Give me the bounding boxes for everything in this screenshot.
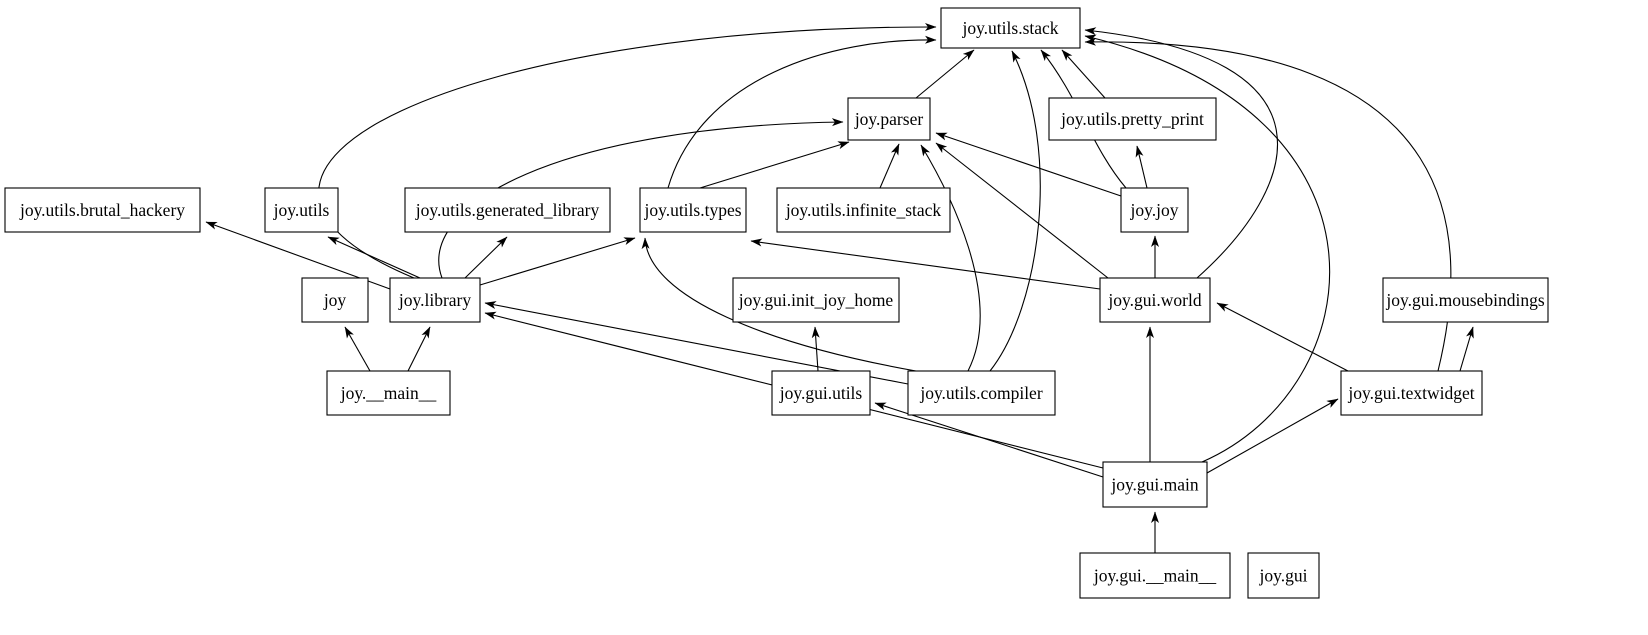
graph-node-compiler: joy.utils.compiler xyxy=(907,370,1056,416)
graph-node-gui: joy.gui xyxy=(1247,552,1320,599)
graph-edge-infstack-to-parser xyxy=(879,143,900,189)
graph-node-brutal: joy.utils.brutal_hackery xyxy=(4,187,201,233)
node-label: joy.joy xyxy=(1130,200,1179,220)
node-label: joy.gui.main xyxy=(1110,475,1199,495)
node-box xyxy=(264,187,339,233)
graph-edge-library-to-parser xyxy=(438,118,844,279)
graph-node-pretty: joy.utils.pretty_print xyxy=(1048,97,1217,141)
graph-edge-pretty-to-stack xyxy=(1061,49,1106,99)
node-label: joy.gui.utils xyxy=(779,383,863,403)
node-label: joy xyxy=(323,290,347,310)
graph-node-guimainmain: joy.gui.__main__ xyxy=(1079,552,1231,599)
node-label: joy.utils xyxy=(273,200,330,220)
graph-edge-world-to-stack xyxy=(1084,27,1279,279)
graph-edge-joyjoy-to-pretty xyxy=(1135,145,1148,189)
node-label: joy.utils.pretty_print xyxy=(1060,109,1204,129)
node-box xyxy=(301,277,369,323)
node-label: joy.gui.init_joy_home xyxy=(738,290,894,310)
node-box xyxy=(847,97,931,141)
graph-edge-joymain-to-joy xyxy=(344,326,371,372)
node-label: joy.gui.__main__ xyxy=(1093,566,1217,586)
graph-edge-library-to-genlib xyxy=(464,236,508,279)
graph-node-joymain: joy.__main__ xyxy=(326,370,451,416)
graph-node-joy: joy xyxy=(301,277,369,323)
node-box xyxy=(4,187,201,233)
graph-edge-parser-to-stack xyxy=(915,49,975,99)
node-label: joy.gui.textwidget xyxy=(1347,383,1474,403)
node-box xyxy=(326,370,451,416)
node-label: joy.library xyxy=(398,290,471,310)
graph-edge-library-to-types xyxy=(479,237,636,286)
node-box xyxy=(776,187,951,233)
graph-edge-types-to-stack xyxy=(667,35,937,189)
graph-node-inithome: joy.gui.init_joy_home xyxy=(732,277,900,323)
node-box xyxy=(639,187,747,233)
node-box xyxy=(389,277,481,323)
graph-edge-textwidget-to-mouseb xyxy=(1459,326,1474,372)
graph-node-types: joy.utils.types xyxy=(639,187,747,233)
node-box xyxy=(732,277,900,323)
node-label: joy.gui.world xyxy=(1107,290,1201,310)
node-label: joy.parser xyxy=(854,109,924,129)
node-box xyxy=(1340,370,1483,416)
graph-edge-guiutils-to-inithome xyxy=(811,326,820,372)
node-box xyxy=(940,7,1081,49)
node-label: joy.utils.stack xyxy=(961,18,1058,38)
graph-edge-textwidget-to-world xyxy=(1216,302,1349,372)
node-box xyxy=(771,370,871,416)
graph-node-joyjoy: joy.joy xyxy=(1120,187,1189,233)
graph-edge-world-to-types xyxy=(750,238,1101,290)
node-label: joy.gui.mousebindings xyxy=(1385,290,1545,310)
node-box xyxy=(404,187,611,233)
node-box xyxy=(1099,277,1211,323)
graph-node-library: joy.library xyxy=(389,277,481,323)
graph-node-guiutils: joy.gui.utils xyxy=(771,370,871,416)
edges-layer xyxy=(205,22,1474,553)
graph-node-textwidget: joy.gui.textwidget xyxy=(1340,370,1483,416)
graph-edge-library-to-utils xyxy=(327,236,421,279)
node-box xyxy=(1048,97,1217,141)
nodes-layer: joy.utils.stack joy.parser joy.utils.prett… xyxy=(4,7,1549,599)
node-box xyxy=(907,370,1056,416)
node-label: joy.utils.brutal_hackery xyxy=(19,200,185,220)
node-box xyxy=(1247,552,1320,599)
graph-edge-compiler-to-types xyxy=(641,237,917,372)
node-label: joy.__main__ xyxy=(340,383,437,403)
node-label: joy.utils.types xyxy=(643,200,741,220)
node-label: joy.gui xyxy=(1259,566,1308,586)
graph-edge-joyjoy-to-parser xyxy=(935,132,1122,197)
graph-node-utils: joy.utils xyxy=(264,187,339,233)
graph-edge-world-to-parser xyxy=(935,142,1109,279)
node-label: joy.utils.generated_library xyxy=(415,200,600,220)
graph-edge-guimain-to-textwidget xyxy=(1206,398,1339,474)
node-label: joy.utils.compiler xyxy=(919,383,1042,403)
graph-edge-types-to-parser xyxy=(699,141,850,189)
graph-edge-compiler-to-stack xyxy=(989,50,1041,372)
graph-node-mouseb: joy.gui.mousebindings xyxy=(1382,277,1549,323)
node-label: joy.utils.infinite_stack xyxy=(785,200,942,220)
graph-node-infstack: joy.utils.infinite_stack xyxy=(776,187,951,233)
graph-edge-joymain-to-library xyxy=(407,326,431,372)
node-box xyxy=(1382,277,1549,323)
node-box xyxy=(1079,552,1231,599)
graph-edge-compiler-to-parser xyxy=(920,144,981,372)
graph-node-parser: joy.parser xyxy=(847,97,931,141)
graph-edge-guimain-to-stack xyxy=(1084,34,1331,463)
node-box xyxy=(1102,461,1208,508)
graph-node-genlib: joy.utils.generated_library xyxy=(404,187,611,233)
graph-node-stack: joy.utils.stack xyxy=(940,7,1081,49)
node-box xyxy=(1120,187,1189,233)
graph-node-guimain: joy.gui.main xyxy=(1102,461,1208,508)
graph-node-world: joy.gui.world xyxy=(1099,277,1211,323)
